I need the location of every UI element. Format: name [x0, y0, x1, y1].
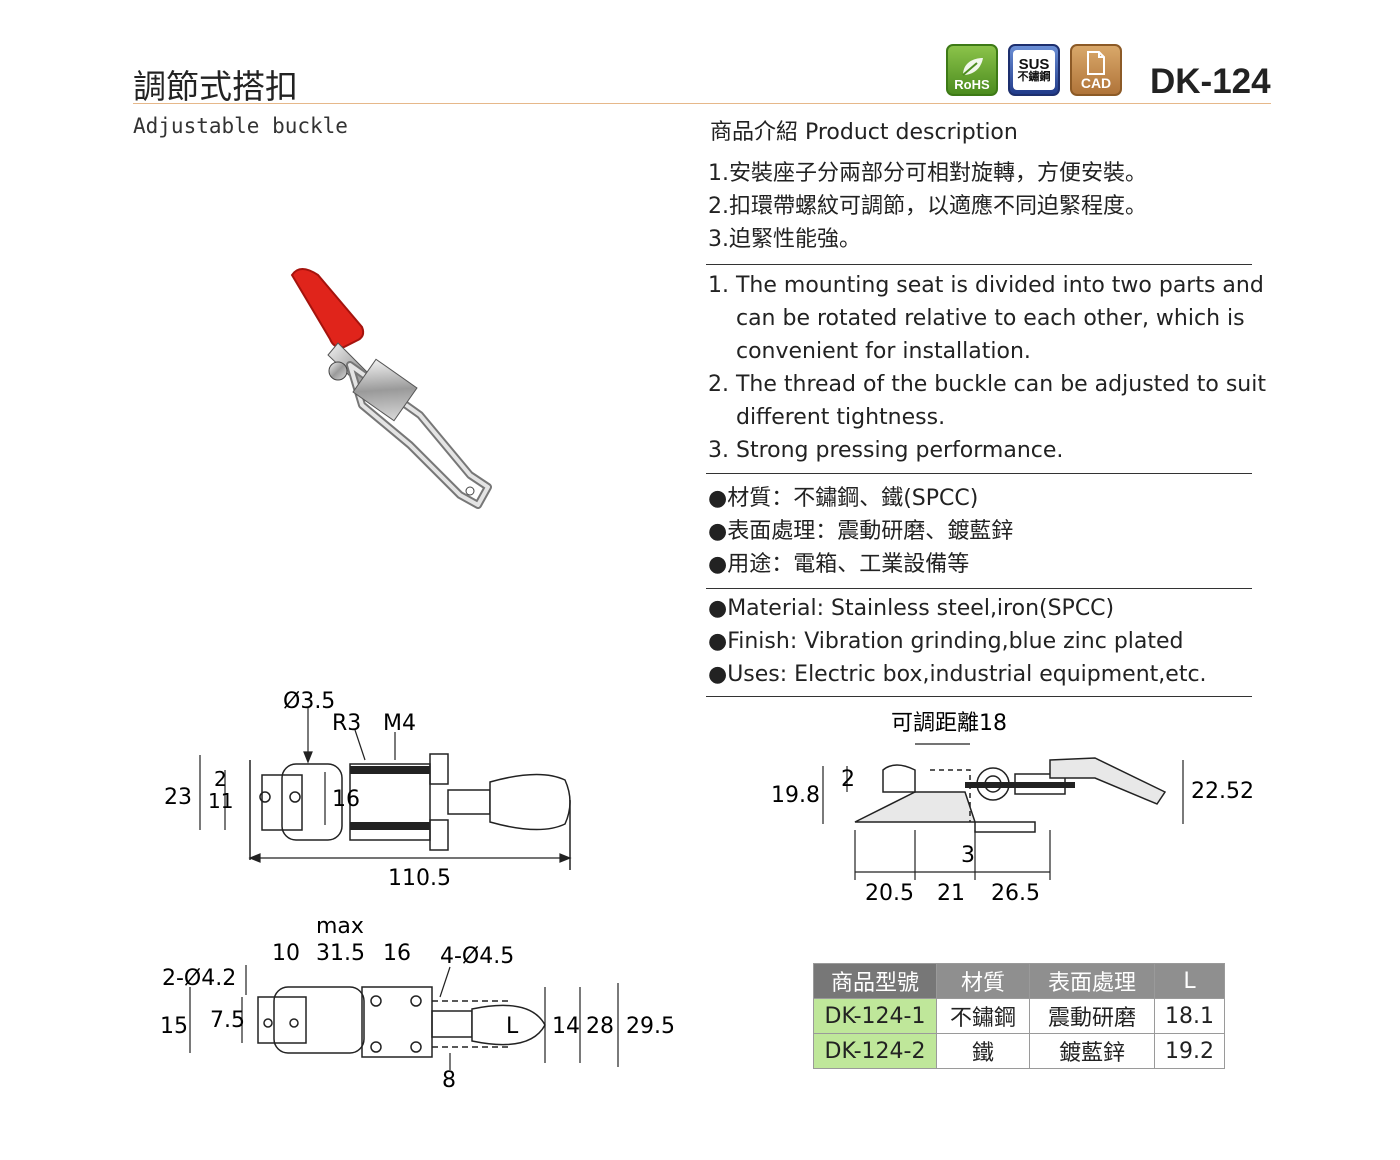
top-view-drawing: Ø3.5 R3 M4 23 2 11 16 110.5	[164, 689, 572, 891]
dim-label: 23	[164, 785, 192, 810]
zh-spec-list: ●材質：不鏽鋼、鐵(SPCC) ●表面處理：震動研磨、鍍藍鋅 ●用途：電箱、工業…	[708, 482, 1013, 581]
column-header: 商品型號	[813, 963, 937, 999]
side-view-drawing: 可調距離18 19.8 2 22.52 3 20.5 21 26.5	[771, 711, 1254, 906]
cad-label: CAD	[1080, 75, 1112, 91]
divider	[706, 473, 1252, 474]
model-number: DK-124	[1150, 62, 1271, 101]
dim-label: max	[316, 914, 364, 939]
list-item: 1.安裝座子分兩部分可相對旋轉，方便安裝。	[708, 161, 1147, 186]
dim-label: 22.52	[1191, 779, 1254, 804]
list-item: ●Finish: Vibration grinding,blue zinc pl…	[708, 629, 1184, 654]
cad-badge-icon: CAD	[1070, 44, 1122, 96]
dim-label: 2	[214, 767, 227, 791]
sus-badge-icon: SUS 不鏽鋼	[1008, 44, 1060, 96]
en-feature-list: 1. The mounting seat is divided into two…	[708, 269, 1266, 467]
column-header: L	[1154, 963, 1225, 999]
section-title: 商品介紹 Product description	[710, 120, 1018, 145]
dim-label: 可調距離18	[891, 711, 1007, 736]
dim-label: R3	[332, 711, 361, 736]
list-item: 2. The thread of the buckle can be adjus…	[708, 372, 1266, 397]
rohs-label: RoHS	[954, 77, 990, 92]
column-header: 表面處理	[1029, 963, 1155, 999]
list-item: ●Uses: Electric box,industrial equipment…	[708, 662, 1207, 687]
page-subtitle: Adjustable buckle	[133, 114, 348, 138]
list-item: different tightness.	[708, 405, 946, 430]
file-icon	[1087, 51, 1105, 75]
dim-label: 14	[552, 1014, 580, 1039]
dim-label: 29.5	[626, 1014, 675, 1039]
rohs-badge-icon: RoHS	[946, 44, 998, 96]
sus-sublabel: 不鏽鋼	[1017, 71, 1051, 83]
dim-label: 3	[961, 843, 975, 868]
dim-label: 16	[383, 941, 411, 966]
page-title: 調節式搭扣	[133, 67, 298, 106]
table-cell: 鐵	[936, 1033, 1030, 1069]
title-underline	[133, 103, 1271, 104]
dim-label: 2	[841, 767, 855, 792]
divider	[706, 696, 1252, 697]
list-item: can be rotated relative to each other, w…	[708, 306, 1245, 331]
spec-table: 商品型號 材質 表面處理 L DK-124-1 不鏽鋼 震動研磨 18.1 DK…	[813, 963, 1225, 1069]
dim-label: 10	[272, 941, 300, 966]
dim-label: 26.5	[991, 881, 1040, 906]
zh-feature-list: 1.安裝座子分兩部分可相對旋轉，方便安裝。 2.扣環帶螺紋可調節，以適應不同迫緊…	[708, 157, 1147, 256]
sus-label: SUS	[1018, 56, 1050, 73]
table-cell: 不鏽鋼	[936, 998, 1030, 1034]
list-item: 3.迫緊性能強。	[708, 227, 861, 252]
table-row: DK-124-1 不鏽鋼 震動研磨 18.1	[813, 998, 1225, 1034]
table-cell: 震動研磨	[1029, 998, 1155, 1034]
dim-label: 4-Ø4.5	[440, 944, 514, 969]
list-item: 1. The mounting seat is divided into two…	[708, 273, 1264, 298]
divider	[706, 588, 1252, 589]
table-cell: 19.2	[1154, 1033, 1225, 1069]
list-item: ●表面處理：震動研磨、鍍藍鋅	[708, 519, 1014, 544]
dim-label: 11	[208, 789, 233, 813]
table-cell: 鍍藍鋅	[1029, 1033, 1155, 1069]
dim-label: 15	[160, 1014, 188, 1039]
leaf-icon	[962, 58, 983, 76]
table-cell: DK-124-1	[813, 998, 937, 1034]
divider	[706, 264, 1252, 265]
front-view-drawing: max 10 31.5 16 4-Ø4.5 2-Ø4.2 15 7.5 L 14…	[160, 914, 675, 1093]
dim-label: 7.5	[210, 1008, 245, 1033]
list-item: ●用途：電箱、工業設備等	[708, 552, 970, 577]
list-item: 2.扣環帶螺紋可調節，以適應不同迫緊程度。	[708, 194, 1147, 219]
dim-label: 8	[442, 1068, 456, 1093]
dim-label: 110.5	[388, 866, 451, 891]
list-item: ●Material: Stainless steel,iron(SPCC)	[708, 596, 1115, 621]
dim-label: 28	[586, 1014, 614, 1039]
list-item: convenient for installation.	[708, 339, 1031, 364]
column-header: 材質	[936, 963, 1030, 999]
dim-label: M4	[383, 711, 416, 736]
table-cell: DK-124-2	[813, 1033, 937, 1069]
dim-label: 21	[937, 881, 965, 906]
dim-label: 2-Ø4.2	[162, 966, 236, 991]
dim-label: 31.5	[316, 941, 365, 966]
dim-label: 20.5	[865, 881, 914, 906]
table-header-row: 商品型號 材質 表面處理 L	[813, 963, 1225, 999]
dim-label: 19.8	[771, 783, 820, 808]
dim-label: L	[506, 1014, 519, 1039]
table-row: DK-124-2 鐵 鍍藍鋅 19.2	[813, 1033, 1225, 1069]
en-spec-list: ●Material: Stainless steel,iron(SPCC) ●F…	[708, 592, 1207, 691]
list-item: 3. Strong pressing performance.	[708, 438, 1064, 463]
list-item: ●材質：不鏽鋼、鐵(SPCC)	[708, 486, 979, 511]
dim-label: 16	[332, 787, 360, 812]
product-photo	[290, 268, 492, 509]
table-cell: 18.1	[1154, 998, 1225, 1034]
dim-label: Ø3.5	[283, 689, 335, 714]
